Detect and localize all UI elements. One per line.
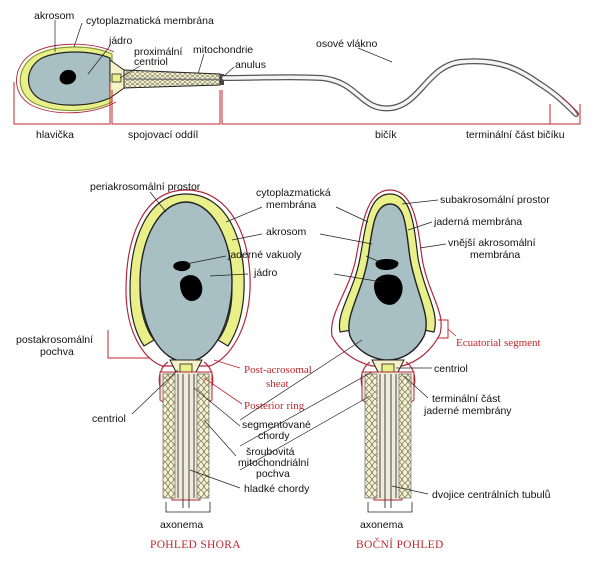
label-left-postakro2: pochva — [40, 346, 74, 358]
label-top-proximalni: proximální — [134, 46, 183, 58]
label-left-postsheat1: Post-acrosomal — [244, 364, 312, 376]
leader-mito — [197, 53, 205, 75]
top-proximal-centriol — [111, 73, 122, 83]
label-left-postakro1: postakrosomální — [16, 334, 93, 346]
leader-right-akro — [319, 233, 373, 245]
caption-left: POHLED SHORA — [150, 539, 241, 551]
label-right-eq: Ecuatorial segment — [456, 337, 541, 349]
bracket-left-post — [107, 330, 150, 359]
leader-left-jadro — [209, 273, 249, 277]
leader-jadro — [87, 45, 111, 75]
left-centriol — [179, 363, 193, 373]
label-left-segm2: chordy — [258, 430, 290, 442]
right-mito-right — [398, 373, 412, 499]
label-top-akrosom: akrosom — [34, 10, 75, 22]
label-left-ring: Posterior ring — [244, 400, 305, 412]
label-left-jadro: jádro — [253, 267, 278, 279]
right-sperm-figure — [239, 189, 457, 513]
top-nucleus-vacuole — [59, 69, 77, 85]
leader-right-left-c — [239, 395, 371, 471]
label-right-vnejsi1: vnější akrosomální — [448, 237, 536, 249]
label-left-postsheat2: sheat — [266, 378, 289, 390]
label-top-mitochondrie: mitochondrie — [193, 44, 253, 56]
label-right-jadmem: jaderná membrána — [433, 216, 522, 228]
top-sperm-figure — [13, 20, 581, 125]
right-centriol — [381, 363, 395, 373]
leader-left-centriol — [131, 369, 179, 415]
label-left-srob2: mitochondriální — [238, 457, 309, 469]
label-top-osove: osové vlákno — [316, 38, 377, 50]
top-flagellum-core — [222, 59, 578, 116]
left-axonema-brace — [165, 502, 211, 513]
left-vacuole-1 — [173, 261, 191, 272]
leader-left-hladke — [189, 469, 241, 489]
leader-left-peri — [149, 191, 167, 213]
leader-left-cyto — [225, 206, 263, 223]
leader-right-eq — [447, 328, 457, 337]
leader-centriol — [119, 65, 141, 79]
label-top-centriol: centriol — [134, 56, 168, 68]
left-sperm-figure — [107, 189, 263, 513]
label-left-cyto1: cytoplazmatická — [256, 187, 331, 199]
label-right-term1: terminální část — [432, 393, 500, 405]
label-right-sub: subakrosomální prostor — [440, 194, 550, 206]
leader-left-vak — [185, 255, 227, 265]
label-left-srob1: šroubovitá — [246, 446, 295, 458]
label-right-vnejsi2: membrána — [470, 249, 520, 261]
leader-anulus — [223, 66, 235, 77]
leader-left-postsheat — [213, 359, 241, 369]
leader-left-segm — [193, 387, 241, 427]
leader-right-jadmem — [407, 221, 433, 231]
label-left-vakuoly: jaderné vakuoly — [227, 249, 302, 261]
label-top-cytomem: cytoplazmatická membrána — [86, 15, 214, 27]
label-section-terminalni: terminální část bičíku — [466, 129, 565, 141]
leader-osove — [357, 47, 393, 63]
label-top-anulus: anulus — [235, 59, 266, 71]
label-right-dvojice: dvojice centrálních tubulů — [432, 489, 551, 501]
label-left-hladke: hladké chordy — [244, 483, 310, 495]
leader-left-akro — [231, 233, 263, 241]
label-left-akrosom: akrosom — [266, 226, 307, 238]
leader-right-sub — [401, 199, 439, 205]
left-mito-left — [162, 373, 176, 499]
leader-left-ring — [203, 377, 243, 405]
leader-left-srob — [203, 419, 237, 457]
label-top-jadro: jádro — [108, 35, 133, 47]
label-left-centriol: centriol — [92, 413, 126, 425]
top-membrane-outline — [16, 43, 117, 114]
left-vacuole-2 — [180, 275, 203, 302]
label-left-axonema: axonema — [160, 519, 203, 531]
leader-right-jadro — [333, 273, 383, 283]
leader-right-vnejsi — [419, 243, 447, 249]
leader-right-left-b — [239, 371, 373, 447]
label-left-segm1: segmentované — [242, 419, 311, 431]
bracket-spojovaci — [111, 90, 221, 125]
leader-right-cytomem-left — [335, 206, 369, 223]
left-mito-right — [196, 373, 210, 499]
top-axial-core — [123, 78, 223, 81]
label-section-spojovaci: spojovací oddíl — [128, 129, 198, 141]
right-axonema-brace — [367, 502, 413, 513]
bracket-bicik — [221, 90, 550, 125]
right-mito-left — [364, 373, 378, 499]
leader-right-term — [403, 375, 429, 399]
label-left-srob3: pochva — [256, 468, 290, 480]
right-vacuole-1 — [375, 259, 399, 270]
bracket-terminalni — [549, 104, 581, 125]
leader-right-dvojice — [391, 485, 429, 495]
leader-right-left-a — [239, 339, 363, 421]
leader-right-vak — [365, 255, 381, 263]
label-left-periakro: periakrosomální prostor — [90, 181, 201, 193]
label-section-bicik: bičík — [375, 129, 397, 141]
label-right-axonema: axonema — [360, 519, 403, 531]
leader-cytomem — [73, 22, 83, 48]
label-section-hlavicka: hlavička — [36, 129, 74, 141]
top-flagellum-tip — [561, 97, 579, 117]
label-right-term2: jaderné membrány — [423, 405, 512, 417]
label-left-cyto2: membrána — [266, 199, 316, 211]
caption-right: BOČNÍ POHLED — [356, 537, 444, 551]
bracket-hlavicka — [13, 82, 111, 125]
label-right-centriol: centriol — [434, 363, 468, 375]
